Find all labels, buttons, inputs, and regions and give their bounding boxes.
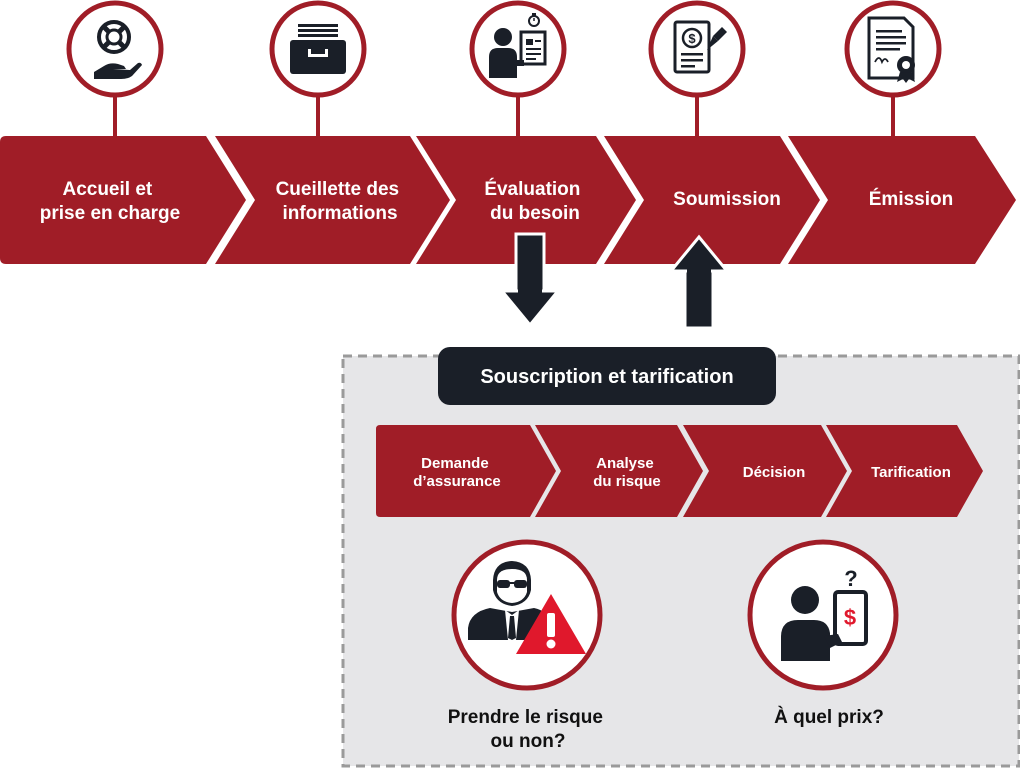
lifebuoy-hand-icon — [94, 20, 142, 79]
svg-text:?: ? — [844, 566, 857, 591]
main-process-bar — [0, 136, 1016, 264]
svg-text:$: $ — [844, 605, 856, 630]
main-step-5-chevron — [788, 136, 1016, 264]
certificate-icon — [867, 16, 915, 83]
sub-step-1-label: Demande d’assurance — [413, 455, 501, 490]
sub-step-labels: Demande d’assurance Analyse du risque Dé… — [413, 455, 951, 490]
sub-step-4-label: Tarification — [871, 464, 951, 481]
main-step-4-chevron — [604, 136, 820, 264]
main-step-5-label: Émission — [869, 188, 953, 210]
main-step-labels: Accueil et prise en charge Cueillette de… — [40, 178, 953, 224]
dollar-document-pen-icon: $ — [673, 20, 727, 74]
sub-step-3-chevron — [683, 425, 847, 517]
sub-step-2-label: Analyse du risque — [593, 455, 661, 490]
sub-step-1-chevron — [376, 425, 556, 517]
price-circle — [747, 539, 899, 691]
sub-step-2-chevron — [535, 425, 703, 517]
main-step-4-label: Soumission — [673, 189, 781, 210]
main-step-1-chevron — [0, 136, 246, 264]
svg-text:$: $ — [688, 31, 696, 46]
sub-step-4-chevron — [826, 425, 983, 517]
arrow-down-icon — [498, 232, 562, 328]
main-step-3-label: Évaluation du besoin — [484, 178, 585, 224]
icon-connectors — [113, 96, 895, 138]
arrow-up-icon — [667, 234, 731, 330]
sub-step-3-label: Décision — [743, 464, 806, 481]
underwriting-title: Souscription et tarification — [480, 366, 733, 388]
risk-caption: Prendre le risque ou non? — [448, 707, 609, 752]
underwriting-process-bar — [376, 425, 983, 517]
underwriting-title-pill — [438, 347, 776, 405]
main-step-3-chevron — [416, 136, 636, 264]
underwriting-panel — [341, 354, 1020, 768]
main-step-1-label: Accueil et prise en charge — [40, 179, 180, 224]
step-1-icon-circle — [66, 0, 164, 98]
price-caption: À quel prix? — [774, 706, 884, 728]
main-step-2-label: Cueillette des informations — [276, 179, 405, 224]
person-tablet-price-icon: $ ? — [781, 566, 868, 661]
main-step-2-chevron — [215, 136, 450, 264]
person-clipboard-timer-icon — [489, 13, 547, 78]
file-drawer-icon — [290, 24, 346, 74]
step-3-icon-circle — [469, 0, 567, 98]
warning-triangle-icon — [516, 594, 586, 654]
